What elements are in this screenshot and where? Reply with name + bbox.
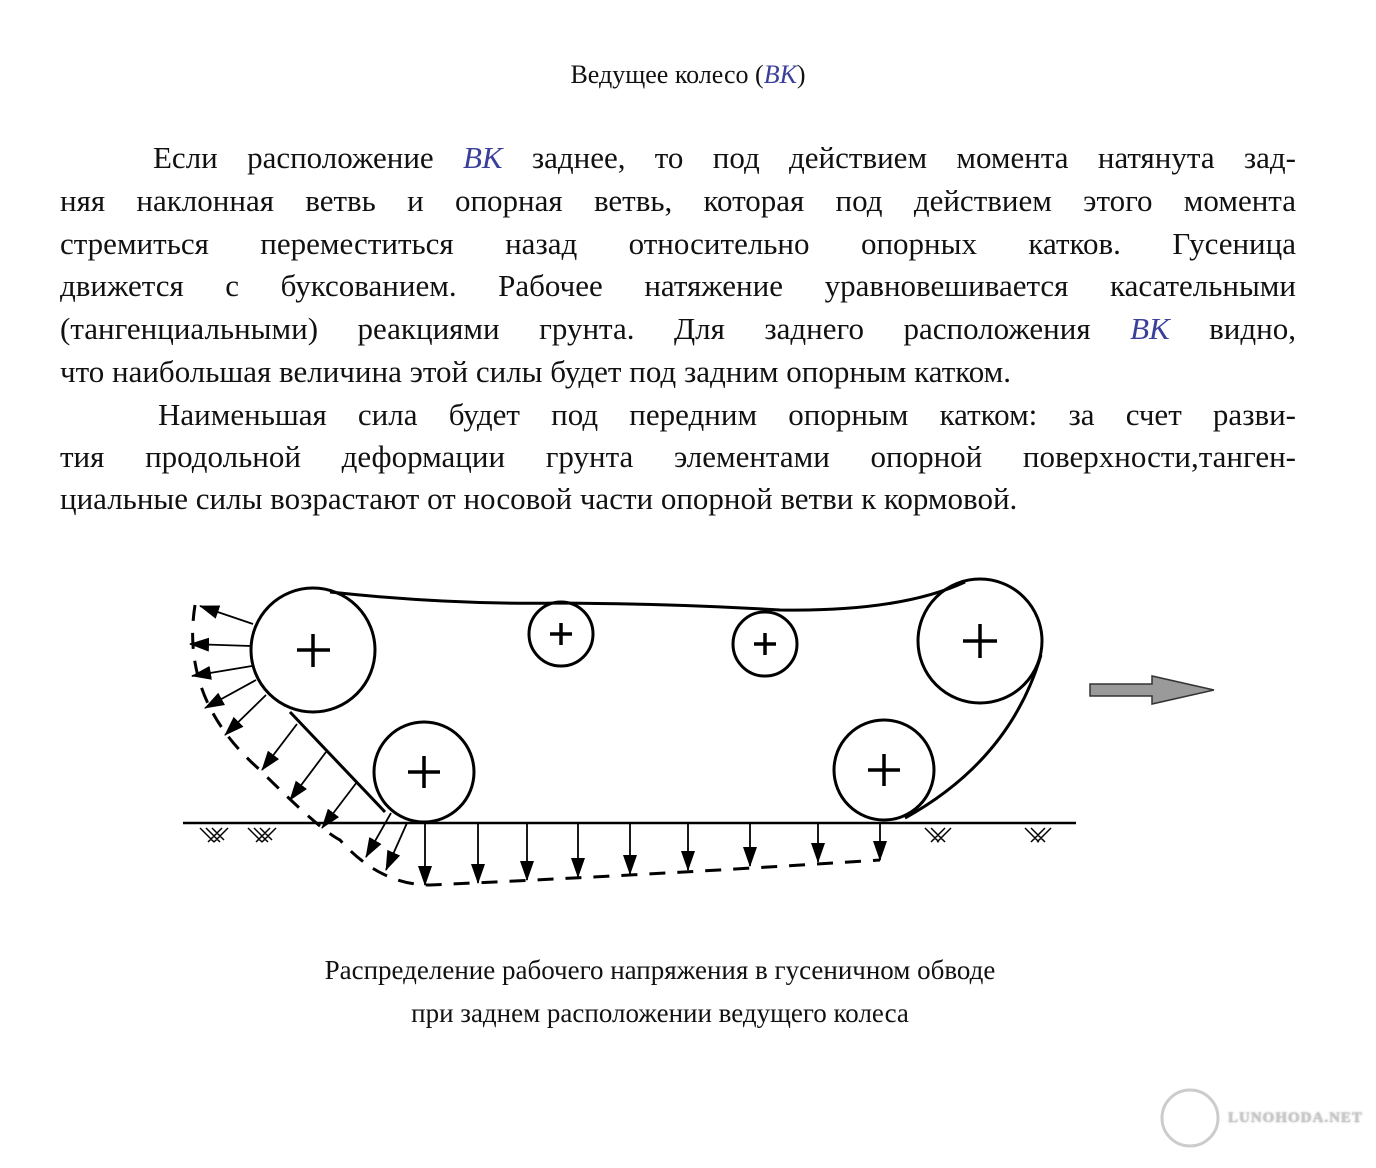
text-line: стремиться переместиться назад относител… [60, 226, 1296, 261]
ground-hatching [199, 827, 1052, 843]
figure-caption: Распределение рабочего напряжения в гусе… [324, 955, 996, 985]
text-line: движется с буксованием. Рабочее натяжени… [60, 268, 1296, 303]
watermark: LUNOHODA.NET [1228, 1110, 1363, 1126]
upper-track-branch [329, 580, 966, 612]
idler-wheel [249, 586, 377, 714]
paren: ) [796, 60, 806, 89]
road-wheel [832, 718, 936, 822]
text-line: Наименьшая сила будет под передним опорн… [158, 397, 1296, 432]
support-roller [527, 600, 595, 668]
title-vk: ВК [763, 60, 797, 89]
stress-arrows [189, 605, 887, 886]
figure-caption: при заднем расположении ведущего колеса [411, 998, 909, 1028]
rear-track-branch [904, 654, 1043, 820]
axle-marks [297, 623, 997, 788]
watermark-logo [1160, 1088, 1220, 1148]
text-line: что наибольшая величина этой силы будет … [60, 354, 1012, 389]
direction-arrow-icon [1089, 675, 1215, 705]
text-line: циальные силы возрастают от носовой част… [60, 481, 1018, 516]
text-line: Если расположение ВК заднее, то под дейс… [153, 140, 1296, 175]
support-roller [731, 610, 799, 678]
inclined-track-branch [288, 710, 387, 814]
text-line: (тангенциальными) реакциями грунта. Для … [60, 311, 1296, 346]
text-line: тия продольной деформации грунта элемент… [60, 439, 1296, 474]
stress-envelope [191, 604, 881, 887]
drive-wheel [916, 577, 1044, 705]
road-wheel [372, 720, 476, 824]
text-line: няя наклонная ветвь и опорная ветвь, кот… [60, 183, 1296, 218]
section-title: Ведущее колесо (ВК) [0, 60, 1376, 90]
paren: ( [755, 60, 764, 89]
title-text: Ведущее колесо [570, 60, 749, 89]
